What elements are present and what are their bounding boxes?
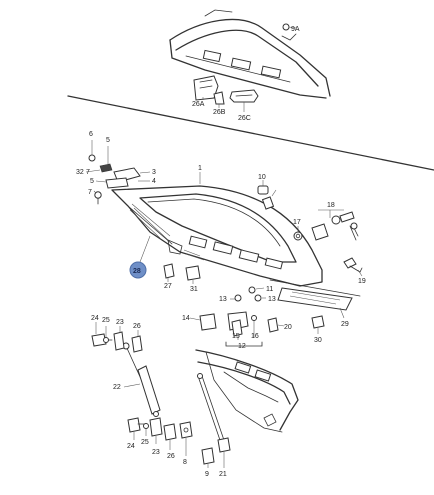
highlight-marker-28[interactable] [129,261,147,279]
bushing-9 [201,447,215,468]
label-31: 31 [190,286,198,293]
label-28[interactable]: 28 [133,268,141,275]
label-16: 16 [251,333,259,340]
label-30: 30 [314,337,322,344]
label-12: 12 [238,343,246,350]
clip-30 [311,315,325,334]
hinge-parts [85,140,151,205]
label-3: 3 [152,169,156,176]
lid-assembly [111,185,323,287]
label-19: 19 [358,278,366,285]
strut-mount-lower [127,417,177,450]
fasteners-11-13 [230,286,266,302]
lower-body-section [195,349,299,433]
divider-line [67,95,434,171]
label-9: 9 [205,471,209,478]
label-29: 29 [341,321,349,328]
strut-mount-upper [91,322,143,353]
label-24-top: 24 [91,315,99,322]
label-27: 27 [164,283,172,290]
seal-26C [229,89,259,112]
label-7-top: 7 [86,169,90,176]
label-26-top: 26 [133,323,141,330]
clip-26B [213,91,225,108]
buffer-10 [257,180,277,210]
stay-rod-21 [197,373,231,468]
label-24-bottom: 24 [127,443,135,450]
label-18: 18 [327,202,335,209]
label-6: 6 [89,131,93,138]
label-22: 22 [113,384,121,391]
label-25-bottom: 25 [141,439,149,446]
label-15: 15 [232,333,240,340]
label-26-bottom: 26 [167,453,175,460]
label-20: 20 [284,324,292,331]
label-21: 21 [219,471,227,478]
label-32: 32 [76,169,84,176]
label-5-top: 5 [106,137,110,144]
label-26C: 26C [238,115,251,122]
label-26B: 26B [213,109,226,116]
label-13-left: 13 [219,296,227,303]
label-11: 11 [266,286,273,293]
label-5-mid: 5 [90,178,94,185]
label-7-low: 7 [88,189,92,196]
stop-31 [185,265,201,284]
clip-8 [179,421,193,456]
lock-parts [293,209,363,277]
label-25-top: 25 [102,317,110,324]
label-17: 17 [293,219,301,226]
label-23-bottom: 23 [152,449,160,456]
label-1: 1 [198,165,202,172]
label-4: 4 [152,178,156,185]
bumper-27 [163,263,175,282]
label-9A: 9A [291,26,300,33]
body-panel-detail [169,9,331,99]
lock-mechanism [189,311,285,347]
latch-panel-29 [277,287,353,319]
label-10: 10 [258,174,266,181]
gas-strut-22 [122,342,161,417]
label-23-top: 23 [116,319,124,326]
label-8: 8 [183,459,187,466]
label-13-right: 13 [268,296,276,303]
label-26A: 26A [192,101,205,108]
label-14: 14 [182,315,190,322]
bracket-26A [193,75,219,101]
